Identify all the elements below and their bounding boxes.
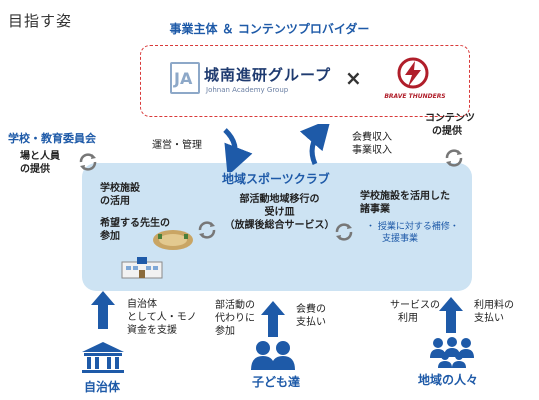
arrow-up-icon bbox=[261, 301, 285, 337]
brave-thunders-emblem-icon bbox=[397, 57, 429, 89]
club-center-line1: 部活動地域移行の bbox=[239, 194, 320, 205]
svg-text:JA: JA bbox=[173, 69, 193, 88]
club-center-line2: 受け皿 bbox=[264, 207, 295, 218]
community-left-line2: 利用 bbox=[398, 313, 418, 324]
club-center-line3: （放課後総合サービス） bbox=[224, 220, 335, 231]
school-board-title: 学校・教育委員会 bbox=[8, 132, 96, 145]
arrow-up-icon bbox=[439, 297, 463, 333]
children-left-line2: 代わりに bbox=[215, 313, 255, 324]
sports-field-icon bbox=[153, 230, 193, 250]
gov-desc-line2: として人・モノ bbox=[127, 312, 197, 323]
johnan-name: 城南進研グループ bbox=[204, 66, 332, 84]
children-right-line2: 支払い bbox=[296, 317, 326, 328]
community-label: 地域の人々 bbox=[418, 373, 479, 387]
johnan-logo-icon: JA bbox=[170, 62, 200, 94]
cycle-icon bbox=[335, 223, 353, 241]
flow-label-management: 運営・管理 bbox=[152, 140, 202, 151]
gov-label: 自治体 bbox=[84, 380, 121, 394]
children-label: 子ども達 bbox=[252, 375, 301, 389]
club-facility-line2: の活用 bbox=[100, 196, 130, 207]
club-title: 地域スポーツクラブ bbox=[222, 172, 330, 186]
club-teacher-line1: 希望する先生の bbox=[100, 218, 170, 229]
community-left-line1: サービスの bbox=[390, 300, 440, 311]
brave-thunders-name: BRAVE THUNDERS bbox=[384, 93, 446, 100]
children-left-line3: 参加 bbox=[215, 326, 235, 337]
school-board-line1: 場と人員 bbox=[20, 151, 60, 162]
children-icon bbox=[251, 341, 295, 370]
sponsor-title: 事業主体 ＆ コンテンツプロバイダー bbox=[169, 22, 370, 36]
city-hall-icon bbox=[82, 342, 124, 373]
gov-desc-line1: 自治体 bbox=[127, 299, 157, 310]
children-right-line1: 会費の bbox=[296, 304, 326, 315]
arrow-up-icon bbox=[91, 291, 115, 329]
cycle-icon bbox=[445, 149, 463, 167]
club-right-bullet2: 支援事業 bbox=[382, 234, 419, 244]
flow-arrows-icon bbox=[223, 124, 331, 172]
school-board-line2: の提供 bbox=[20, 164, 50, 175]
cycle-icon bbox=[79, 153, 97, 171]
club-right-bullet1: ・ 授業に対する補修・ bbox=[366, 222, 459, 232]
sponsor-box bbox=[140, 45, 470, 117]
club-teacher-line2: 参加 bbox=[100, 231, 120, 242]
children-left-line1: 部活動の bbox=[215, 300, 255, 311]
club-right-line2: 諸事業 bbox=[360, 204, 390, 215]
people-group-icon bbox=[430, 337, 474, 368]
contents-line1: コンテンツ bbox=[425, 113, 475, 124]
community-right-line1: 利用料の bbox=[474, 300, 514, 311]
contents-line2: の提供 bbox=[432, 126, 462, 137]
club-facility-line1: 学校施設 bbox=[100, 183, 140, 194]
school-building-icon bbox=[121, 257, 163, 279]
times-sign: × bbox=[345, 66, 362, 90]
gov-desc-line3: 資金を支援 bbox=[127, 325, 177, 336]
flow-label-fee: 会費収入 bbox=[352, 132, 392, 143]
flow-label-business: 事業収入 bbox=[352, 145, 392, 156]
johnan-english-name: Johnan Academy Group bbox=[206, 86, 289, 94]
club-right-line1: 学校施設を活用した bbox=[360, 191, 450, 202]
cycle-icon bbox=[198, 221, 216, 239]
page-title: 目指す姿 bbox=[8, 12, 73, 30]
community-right-line2: 支払い bbox=[474, 313, 504, 324]
